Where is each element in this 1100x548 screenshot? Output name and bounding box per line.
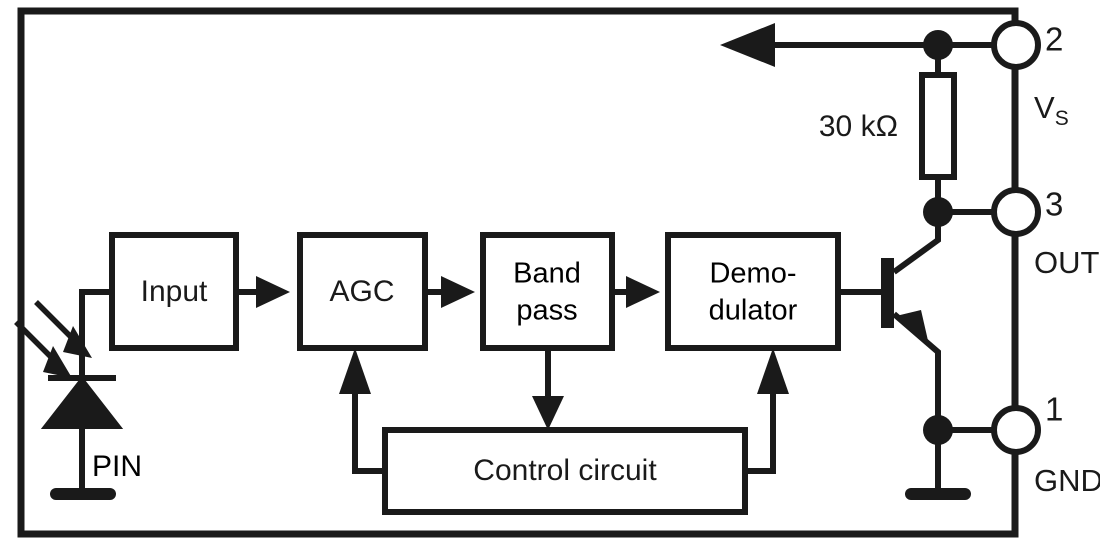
- pin-circle-3[interactable]: [991, 187, 1041, 237]
- arrow-input-to-agc: [236, 276, 290, 308]
- photodiode-label: PIN: [92, 450, 142, 483]
- pin-ground-symbol: [905, 488, 971, 500]
- pin-number-2: 2: [1045, 21, 1063, 58]
- arrow-agc-to-bandpass: [425, 276, 475, 308]
- transistor-emitter-arrow: [896, 310, 929, 345]
- pin-circle-1[interactable]: [991, 405, 1041, 455]
- arrow-control-to-agc: [339, 348, 385, 474]
- npn-output-transistor: [838, 212, 941, 430]
- block-control-circuit-label: Control circuit: [473, 454, 657, 487]
- block-demodulator-label-line2: dulator: [709, 295, 798, 327]
- resistor-30k-body: [919, 72, 957, 180]
- diode-ground-symbol: [50, 488, 116, 500]
- arrow-bandpass-to-control: [532, 348, 564, 430]
- light-arrow-head-2: [63, 326, 92, 358]
- block-agc-label: AGC: [329, 275, 394, 308]
- pin-number-3: 3: [1045, 186, 1063, 223]
- block-bandpass-label-line2: pass: [516, 295, 577, 327]
- block-bandpass: [480, 232, 615, 351]
- light-arrow-shaft-2: [34, 300, 78, 344]
- arrow-control-to-demodulator: [745, 348, 789, 474]
- transistor-base-bar: [881, 258, 894, 328]
- incident-light-arrows: [14, 300, 92, 378]
- supply-distribution-arrow: [720, 23, 938, 67]
- pin-label-vs-subscript: S: [1055, 107, 1069, 130]
- light-arrow-shaft-1: [14, 320, 58, 364]
- photodiode-to-input-wire: [79, 289, 112, 378]
- block-bandpass-label-line1: Band: [513, 258, 581, 290]
- block-demodulator: [665, 232, 841, 351]
- pin-label-gnd: GND: [1034, 463, 1100, 498]
- photodiode-triangle: [40, 376, 124, 429]
- resistor-30k-label: 30 kΩ: [819, 110, 898, 143]
- pin-label-vs: VS: [1034, 90, 1069, 129]
- block-input: [109, 232, 239, 351]
- arrow-bandpass-to-demodulator: [612, 276, 660, 308]
- light-arrow-head-1: [43, 346, 72, 378]
- pin-number-1: 1: [1045, 391, 1063, 428]
- block-input-label: Input: [141, 275, 208, 308]
- ic-package-outline: [17, 7, 1019, 538]
- block-demodulator-label-line1: Demo-: [709, 258, 796, 290]
- pin-label-out: OUT: [1034, 245, 1100, 280]
- block-agc: [297, 232, 428, 351]
- pin-circle-2[interactable]: [991, 20, 1041, 70]
